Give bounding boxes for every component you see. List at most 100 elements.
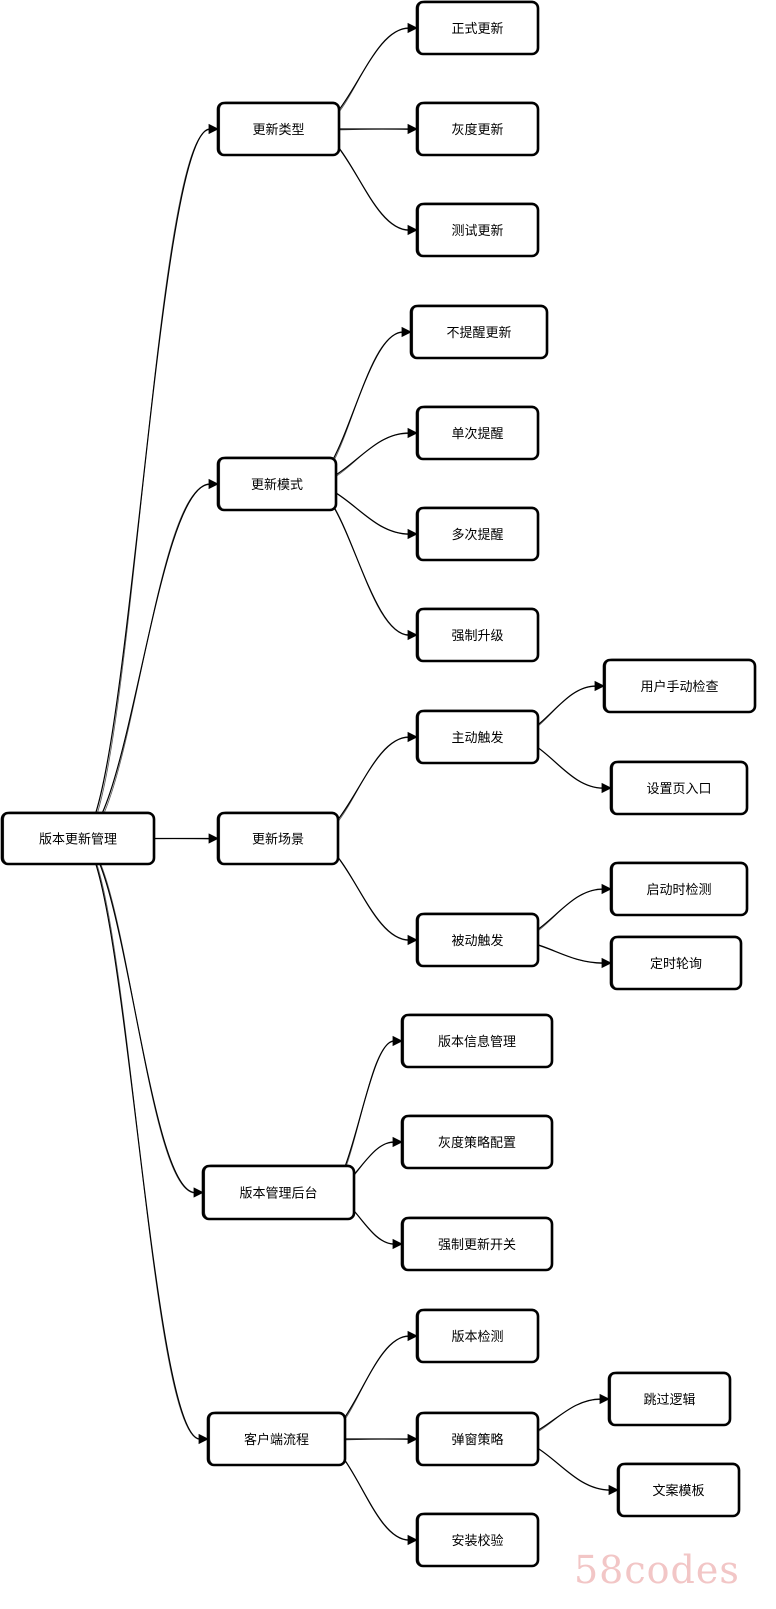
node-box-sketch	[417, 912, 540, 967]
node-box-sketch	[402, 1114, 554, 1169]
node-label: 灰度更新	[451, 122, 503, 138]
node-label: 强制更新开关	[438, 1237, 516, 1253]
node-box-sketch	[2, 811, 156, 865]
node-box-sketch	[417, 1411, 540, 1466]
node-box-sketch	[417, 607, 540, 662]
arrowhead	[208, 478, 219, 490]
node-label: 版本检测	[451, 1330, 503, 1345]
node-label: 版本信息管理	[438, 1034, 516, 1050]
arrowhead	[601, 957, 612, 969]
arrowhead	[407, 731, 418, 743]
arrowhead	[601, 883, 612, 895]
node-label: 安装校验	[451, 1533, 503, 1549]
arrowhead	[407, 528, 418, 540]
node-n3b1[interactable]: 启动时检测	[609, 861, 749, 917]
node-n4[interactable]: 版本管理后台	[201, 1164, 356, 1221]
edge-root-n4	[79, 837, 204, 1198]
node-n3a[interactable]: 主动触发	[415, 709, 540, 765]
node-box-sketch	[208, 1411, 347, 1466]
node-label: 启动时检测	[646, 883, 711, 898]
arrowhead	[401, 326, 412, 338]
node-label: 版本管理后台	[239, 1187, 317, 1202]
arrowhead	[601, 782, 612, 794]
node-box-sketch	[417, 1308, 540, 1363]
node-n4b[interactable]: 灰度策略配置	[400, 1114, 554, 1170]
node-label: 灰度策略配置	[438, 1135, 516, 1151]
arrowhead	[407, 1330, 418, 1342]
node-label: 更新类型	[252, 122, 304, 138]
node-n4c[interactable]: 强制更新开关	[400, 1216, 554, 1272]
edge-root-n5	[79, 837, 209, 1445]
arrowhead	[407, 1534, 418, 1546]
node-n2c[interactable]: 多次提醒	[415, 506, 540, 562]
node-box-sketch	[218, 811, 340, 865]
node-box-sketch	[417, 202, 540, 257]
arrowhead	[208, 123, 219, 135]
node-label: 强制升级	[451, 629, 503, 644]
node-label: 跳过逻辑	[643, 1393, 695, 1408]
node-box-sketch	[417, 506, 540, 561]
node-box-sketch	[203, 1164, 356, 1220]
node-box-sketch	[611, 935, 743, 990]
node-box-sketch	[618, 1462, 741, 1517]
watermark-58codes: 58codes	[574, 1548, 740, 1592]
node-n5b2[interactable]: 文案模板	[616, 1462, 741, 1518]
node-label: 弹窗策略	[451, 1432, 503, 1448]
node-label: 被动触发	[451, 933, 503, 949]
node-label: 定时轮询	[650, 957, 702, 972]
edge-root-n2	[79, 478, 219, 840]
node-label: 主动触发	[451, 730, 503, 746]
node-n4a[interactable]: 版本信息管理	[400, 1013, 554, 1069]
node-box-sketch	[417, 405, 540, 460]
node-box-sketch	[417, 1512, 540, 1567]
node-label: 文案模板	[652, 1484, 704, 1499]
node-n3a2[interactable]: 设置页入口	[609, 760, 749, 816]
arrowhead	[594, 680, 605, 692]
node-label: 更新场景	[252, 832, 304, 848]
node-n1b[interactable]: 灰度更新	[415, 101, 540, 157]
node-box-sketch	[411, 304, 549, 359]
edge-root-n1	[79, 123, 219, 840]
node-n2[interactable]: 更新模式	[216, 456, 338, 512]
arrowhead	[608, 1484, 619, 1496]
node-label: 不提醒更新	[446, 325, 511, 341]
node-n5b1[interactable]: 跳过逻辑	[607, 1371, 732, 1427]
node-box-sketch	[218, 101, 341, 156]
node-n2d[interactable]: 强制升级	[415, 607, 540, 663]
node-box-sketch	[609, 1371, 732, 1426]
node-box-sketch	[402, 1013, 554, 1068]
node-n3b[interactable]: 被动触发	[415, 912, 540, 968]
node-n3b2[interactable]: 定时轮询	[609, 935, 743, 991]
arrowhead	[193, 1187, 204, 1198]
node-n5b[interactable]: 弹窗策略	[415, 1411, 540, 1467]
node-label: 设置页入口	[646, 782, 711, 797]
arrowhead	[407, 1433, 418, 1445]
node-n2a[interactable]: 不提醒更新	[409, 304, 549, 360]
arrowhead	[392, 1035, 403, 1047]
node-n5c[interactable]: 安装校验	[415, 1512, 540, 1568]
node-box-sketch	[604, 658, 757, 713]
node-label: 多次提醒	[451, 527, 503, 543]
arrowhead	[407, 629, 418, 641]
node-n1[interactable]: 更新类型	[216, 101, 341, 157]
node-label: 客户端流程	[244, 1432, 309, 1448]
arrowhead	[599, 1393, 610, 1405]
node-n5[interactable]: 客户端流程	[206, 1411, 347, 1467]
node-n3[interactable]: 更新场景	[216, 811, 340, 866]
node-n5a[interactable]: 版本检测	[415, 1308, 540, 1364]
arrowhead	[407, 224, 418, 236]
node-n1a[interactable]: 正式更新	[415, 0, 540, 56]
arrowhead	[407, 22, 418, 34]
node-n3a1[interactable]: 用户手动检查	[602, 658, 757, 714]
node-n2b[interactable]: 单次提醒	[415, 405, 540, 461]
node-label: 正式更新	[451, 21, 503, 37]
arrowhead	[392, 1136, 403, 1148]
arrowhead	[392, 1238, 403, 1250]
arrowhead	[407, 123, 418, 135]
node-root[interactable]: 版本更新管理	[0, 811, 156, 866]
arrowhead	[208, 833, 219, 844]
node-n1c[interactable]: 测试更新	[415, 202, 540, 258]
arrowhead	[198, 1433, 209, 1445]
